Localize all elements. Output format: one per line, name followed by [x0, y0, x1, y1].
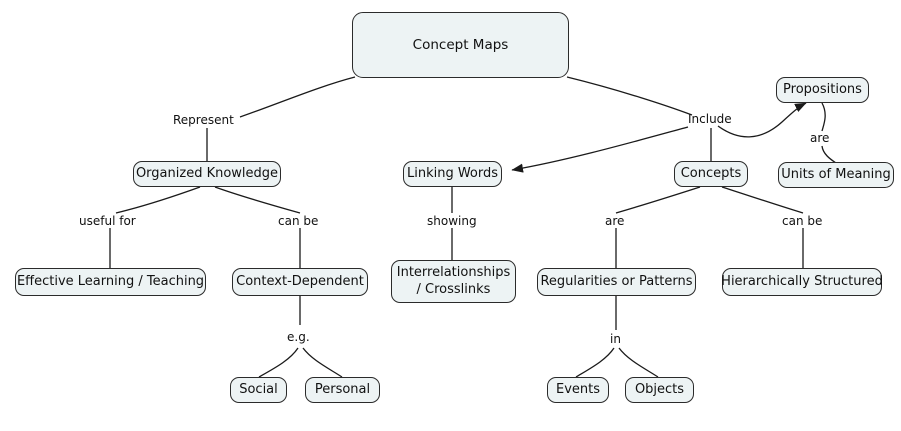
edge-are-units-of-meaning: [821, 145, 837, 164]
edge-eg-social: [258, 347, 299, 378]
node-organized-knowledge[interactable]: Organized Knowledge: [133, 161, 281, 187]
edge-organized-knowledge-can-be: [214, 186, 301, 214]
edge-label-can-be-context: can be: [278, 214, 318, 228]
edge-include-linking-words: [511, 126, 689, 173]
edge-label-can-be-hierarchically-text: can be: [782, 214, 823, 228]
node-concepts-label: Concepts: [680, 165, 742, 181]
node-social-label: Social: [239, 381, 278, 397]
node-personal-label: Personal: [314, 381, 371, 397]
node-concept-maps-label: Concept Maps: [412, 36, 509, 53]
edge-label-in-text: in: [610, 332, 621, 346]
edge-label-in: in: [610, 332, 621, 346]
edge-label-showing: showing: [427, 214, 477, 228]
edge-in-events: [575, 347, 615, 378]
edge-label-represent-text: Represent: [173, 113, 234, 127]
node-linking-words[interactable]: Linking Words: [403, 161, 502, 187]
node-propositions-label: Propositions: [783, 81, 862, 97]
edge-label-include-text: Include: [688, 112, 732, 126]
edge-label-are-regularities-text: are: [605, 214, 625, 228]
edge-concepts-are: [615, 186, 701, 214]
node-linking-words-label: Linking Words: [406, 165, 499, 181]
node-regularities-or-patterns[interactable]: Regularities or Patterns: [537, 268, 696, 296]
node-effective-learning-teaching-label: Effective Learning / Teaching: [16, 273, 205, 289]
edge-label-are-regularities: are: [605, 214, 624, 228]
node-events[interactable]: Events: [547, 377, 609, 403]
edge-label-are-propositions: are: [810, 131, 829, 145]
node-interrelationships-label: Interrelationships: [396, 265, 511, 281]
edge-label-useful-for: useful for: [79, 214, 136, 228]
edge-concepts-can-be: [721, 186, 804, 214]
edge-label-include: Include: [688, 112, 732, 126]
edge-label-are-propositions-text: are: [810, 131, 830, 145]
node-objects-label: Objects: [634, 381, 685, 397]
edge-in-objects: [618, 347, 659, 378]
node-crosslinks-label: / Crosslinks: [416, 281, 491, 297]
edge-include-propositions: [717, 102, 807, 138]
node-context-dependent-label: Context-Dependent: [236, 273, 364, 289]
node-hierarchically-structured-label: Hierarchically Structured: [721, 273, 883, 289]
edge-label-represent: Represent: [173, 113, 234, 127]
edge-label-can-be-hierarchically: can be: [782, 214, 822, 228]
node-concept-maps[interactable]: Concept Maps: [352, 12, 569, 78]
node-objects[interactable]: Objects: [625, 377, 694, 403]
node-hierarchically-structured[interactable]: Hierarchically Structured: [721, 268, 883, 296]
edge-label-eg: e.g.: [287, 330, 310, 344]
edge-concept-maps-represent: [239, 76, 356, 118]
node-regularities-or-patterns-label: Regularities or Patterns: [540, 273, 693, 289]
node-interrelationships-crosslinks[interactable]: Interrelationships / Crosslinks: [391, 260, 516, 303]
node-effective-learning-teaching[interactable]: Effective Learning / Teaching: [15, 268, 206, 296]
edge-concept-maps-include: [566, 76, 693, 116]
edge-label-useful-for-text: useful for: [79, 214, 136, 228]
node-organized-knowledge-label: Organized Knowledge: [135, 165, 279, 181]
edge-label-showing-text: showing: [427, 214, 477, 228]
node-context-dependent[interactable]: Context-Dependent: [232, 268, 368, 296]
node-units-of-meaning[interactable]: Units of Meaning: [778, 162, 894, 188]
node-social[interactable]: Social: [230, 377, 287, 403]
node-units-of-meaning-label: Units of Meaning: [781, 166, 891, 182]
edge-organized-knowledge-useful-for: [115, 186, 201, 214]
node-propositions[interactable]: Propositions: [776, 77, 869, 103]
node-personal[interactable]: Personal: [305, 377, 380, 403]
node-events-label: Events: [555, 381, 600, 397]
edge-label-eg-text: e.g.: [287, 330, 310, 344]
edge-eg-personal: [302, 347, 343, 378]
node-concepts[interactable]: Concepts: [674, 161, 748, 187]
edge-label-can-be-context-text: can be: [278, 214, 319, 228]
edge-propositions-units-of-meaning: [821, 102, 826, 132]
